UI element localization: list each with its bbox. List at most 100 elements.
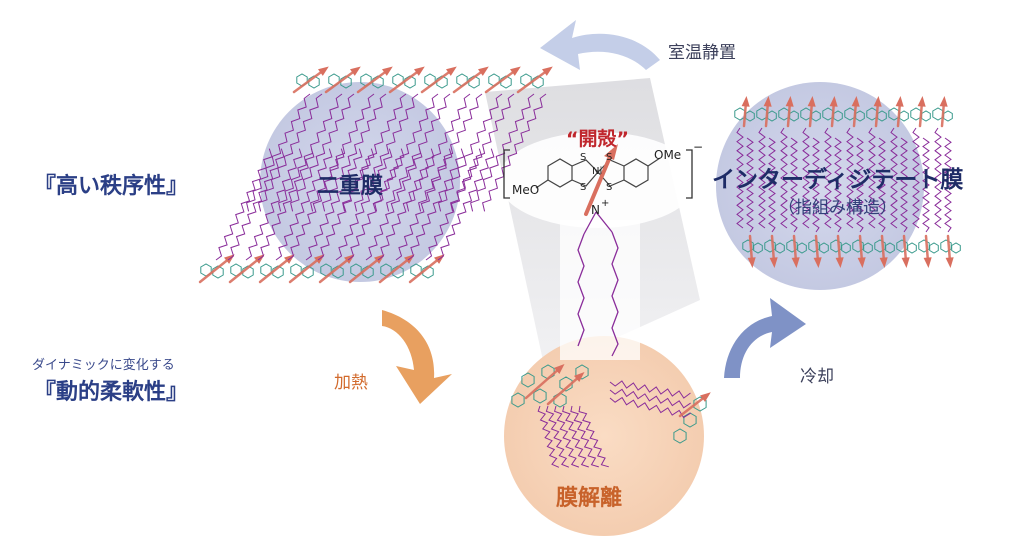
bilayer-top-spin-3-head [414, 66, 425, 76]
inter-bottom-ring-b-6 [885, 242, 895, 254]
bilayer-top-chain-b-6 [450, 93, 515, 212]
inter-bottom-spin-2-head [791, 257, 800, 268]
bilayer-top-chain-3 [342, 93, 407, 212]
inter-bottom-chain-7 [900, 137, 908, 233]
bilayer-top-spin-7 [516, 68, 550, 94]
bilayer-bottom-chain-7 [425, 148, 483, 261]
inter-top-spin-1-head [763, 96, 772, 107]
bilayer-top-chain-2 [310, 93, 375, 212]
bilayer-top-spin-6-head [510, 66, 521, 76]
dissociation-circle [504, 336, 704, 536]
sulfur-label-1: S [580, 152, 587, 163]
inter-bottom-ring-5 [852, 239, 864, 253]
room-temp-label: 室温静置 [668, 43, 736, 63]
inter-top-chain-4 [824, 127, 832, 229]
room-arrow-shape [540, 20, 660, 70]
dissoc-chain-r-1 [609, 388, 691, 409]
bilayer-top-spin-7-head [542, 66, 553, 76]
dissoc-chain-r-0 [609, 380, 691, 399]
bilayer-top-ring-b-3 [404, 75, 416, 89]
dissoc-spin-2-head [574, 372, 585, 382]
dissoc-ring-8 [683, 412, 697, 428]
inter-bottom-chain-5 [856, 137, 864, 233]
bilayer-top-spin-2-head [382, 66, 393, 76]
open-shell-label: “開殻” [566, 128, 629, 150]
inter-bottom-spin-3-head [813, 257, 822, 268]
dissoc-ring-0 [521, 372, 535, 388]
inter-bottom-spin-8-head [923, 257, 932, 268]
dynamic-flexibility-label: 『動的柔軟性』 [34, 380, 189, 405]
inter-bottom-spin-7-head [901, 257, 910, 268]
inter-top-spin-0-head [741, 96, 750, 107]
high-order-label: 『高い秩序性』 [34, 174, 189, 199]
bilayer-top-chain-b-0 [258, 93, 323, 212]
bilayer-bottom-ring-b-2 [272, 265, 284, 279]
inter-bottom-spin-1-head [769, 257, 778, 268]
chain-glow [560, 220, 640, 360]
molecule-glow [498, 132, 698, 228]
inter-bottom-ring-b-5 [863, 242, 873, 254]
inter-top-chain-5 [846, 127, 854, 229]
bilayer-bottom-chain-b-2 [287, 148, 345, 261]
heat-arrow-shape [382, 310, 452, 404]
bilayer-bottom-spin-6 [378, 256, 412, 284]
sulfur-label-3: S [580, 182, 587, 193]
bilayer-top-spin-4 [420, 68, 454, 94]
inter-bottom-ring-3 [808, 239, 820, 253]
bilayer-bottom-chain-b-6 [407, 148, 465, 261]
dissoc-chain-0 [537, 405, 560, 468]
inter-bottom-spin-9-head [945, 257, 954, 268]
inter-bottom-chain-8 [922, 137, 930, 233]
inter-top-spin-9-head [939, 96, 948, 107]
bilayer-top-spin-0-head [318, 66, 329, 76]
bilayer-top-spin-0 [292, 68, 326, 94]
bilayer-top-chain-b-2 [322, 93, 387, 212]
inter-top-chain-0 [736, 127, 744, 229]
inter-bottom-ring-9 [940, 239, 952, 253]
bilayer-bottom-spin-4 [318, 256, 352, 284]
bilayer-bottom-chain-2 [275, 148, 333, 261]
ammonium-n: N [591, 203, 600, 217]
bilayer-bottom-spin-1 [228, 256, 262, 284]
inter-bottom-chain-3 [812, 137, 820, 233]
bilayer-top-spin-1 [324, 68, 358, 94]
inter-bottom-chain-0 [746, 137, 754, 233]
inter-top-chain-2 [780, 127, 788, 229]
inter-top-spin-2-head [785, 96, 794, 107]
dynamic-sub-label: ダイナミックに変化する [32, 358, 175, 373]
bilayer-bottom-ring-b-7 [422, 265, 434, 279]
room-temp-arrow [540, 20, 660, 70]
bilayer-bottom-spin-7 [408, 256, 442, 284]
bilayer-bottom-spin-3 [288, 256, 322, 284]
cooling-label: 冷却 [800, 367, 834, 387]
inter-bottom-spin-0-head [747, 257, 756, 268]
inter-bottom-ring-b-7 [907, 242, 917, 254]
bilayer-bottom-chain-b-5 [377, 148, 435, 261]
inter-top-ring-b-9 [943, 110, 953, 122]
dissoc-spin-1-head [554, 364, 565, 374]
dissoc-chain-1 [545, 405, 570, 468]
inter-bottom-ring-b-9 [951, 242, 961, 254]
inter-top-chain-1 [758, 127, 766, 229]
dissoc-chain-r-2 [609, 396, 691, 419]
inter-top-spin-5-head [851, 96, 860, 107]
heat-arrow [382, 310, 452, 404]
dissoc-spin-3 [678, 394, 708, 418]
nickel-dithiolene-molecule [503, 144, 693, 357]
interdigitated-circle [716, 82, 924, 290]
dissoc-ring-5 [511, 392, 525, 408]
dissociated-molecules [511, 364, 711, 468]
inter-top-spin-4-head [829, 96, 838, 107]
bilayer-top-spin-2 [356, 68, 390, 94]
bilayer-bottom-chain-6 [395, 148, 453, 261]
inter-bottom-spin-5-head [857, 257, 866, 268]
inter-bottom-ring-0 [742, 239, 754, 253]
bilayer-bottom-ring-b-6 [392, 265, 404, 279]
inter-top-chain-6 [868, 127, 876, 229]
bilayer-top-spin-1-head [350, 66, 361, 76]
inter-top-spin-3-head [807, 96, 816, 107]
bilayer-bottom-chain-4 [335, 148, 393, 261]
bilayer-top-ring-b-2 [372, 75, 384, 89]
inter-top-spin-7-head [895, 96, 904, 107]
